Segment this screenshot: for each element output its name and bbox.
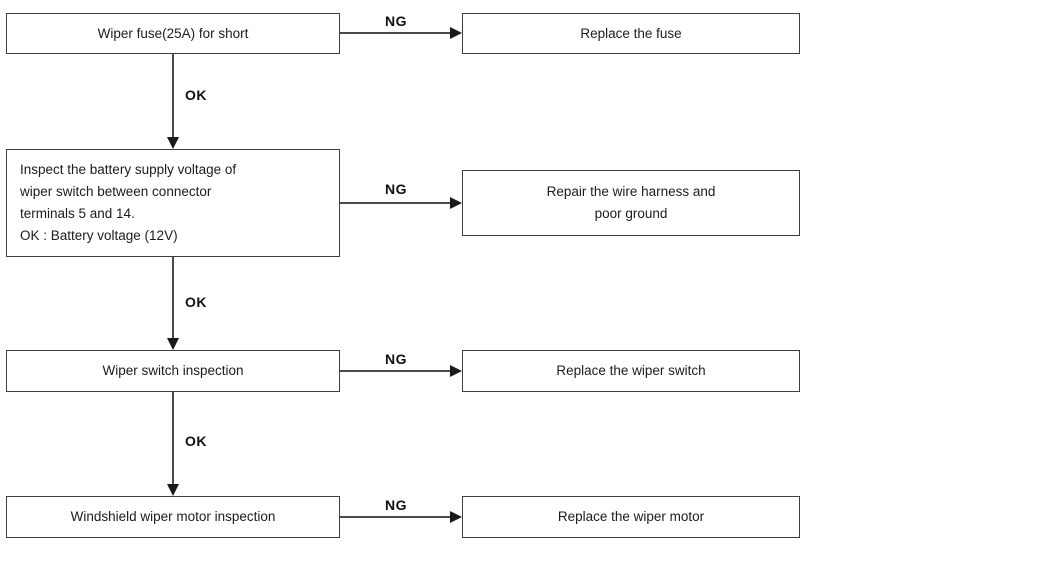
arrowhead-right-icon: [450, 365, 462, 377]
ok-arrow-line-1: [172, 54, 174, 139]
ng-arrow-line-3: [340, 370, 452, 372]
action-box-replace-fuse: Replace the fuse: [462, 13, 800, 54]
action-box-replace-motor: Replace the wiper motor: [462, 496, 800, 538]
ok-label-1: OK: [185, 87, 207, 103]
ng-arrow-line-1: [340, 32, 452, 34]
ok-arrow-line-3: [172, 392, 174, 484]
ok-label-2: OK: [185, 294, 207, 310]
step-box-wiper-motor: Windshield wiper motor inspection: [6, 496, 340, 538]
step-box-wiper-switch: Wiper switch inspection: [6, 350, 340, 392]
ng-label-1: NG: [385, 13, 407, 29]
step-box-wiper-fuse: Wiper fuse(25A) for short: [6, 13, 340, 54]
ng-label-3: NG: [385, 351, 407, 367]
ng-arrow-line-4: [340, 516, 452, 518]
action-box-replace-switch: Replace the wiper switch: [462, 350, 800, 392]
ok-label-3: OK: [185, 433, 207, 449]
ok-arrow-line-2: [172, 257, 174, 338]
step-box-battery-voltage: Inspect the battery supply voltage of wi…: [6, 149, 340, 257]
ng-arrow-line-2: [340, 202, 452, 204]
arrowhead-down-icon: [167, 484, 179, 496]
arrowhead-right-icon: [450, 511, 462, 523]
arrowhead-down-icon: [167, 137, 179, 149]
arrowhead-down-icon: [167, 338, 179, 350]
ng-label-2: NG: [385, 181, 407, 197]
action-box-repair-harness: Repair the wire harness and poor ground: [462, 170, 800, 236]
arrowhead-right-icon: [450, 197, 462, 209]
arrowhead-right-icon: [450, 27, 462, 39]
ng-label-4: NG: [385, 497, 407, 513]
